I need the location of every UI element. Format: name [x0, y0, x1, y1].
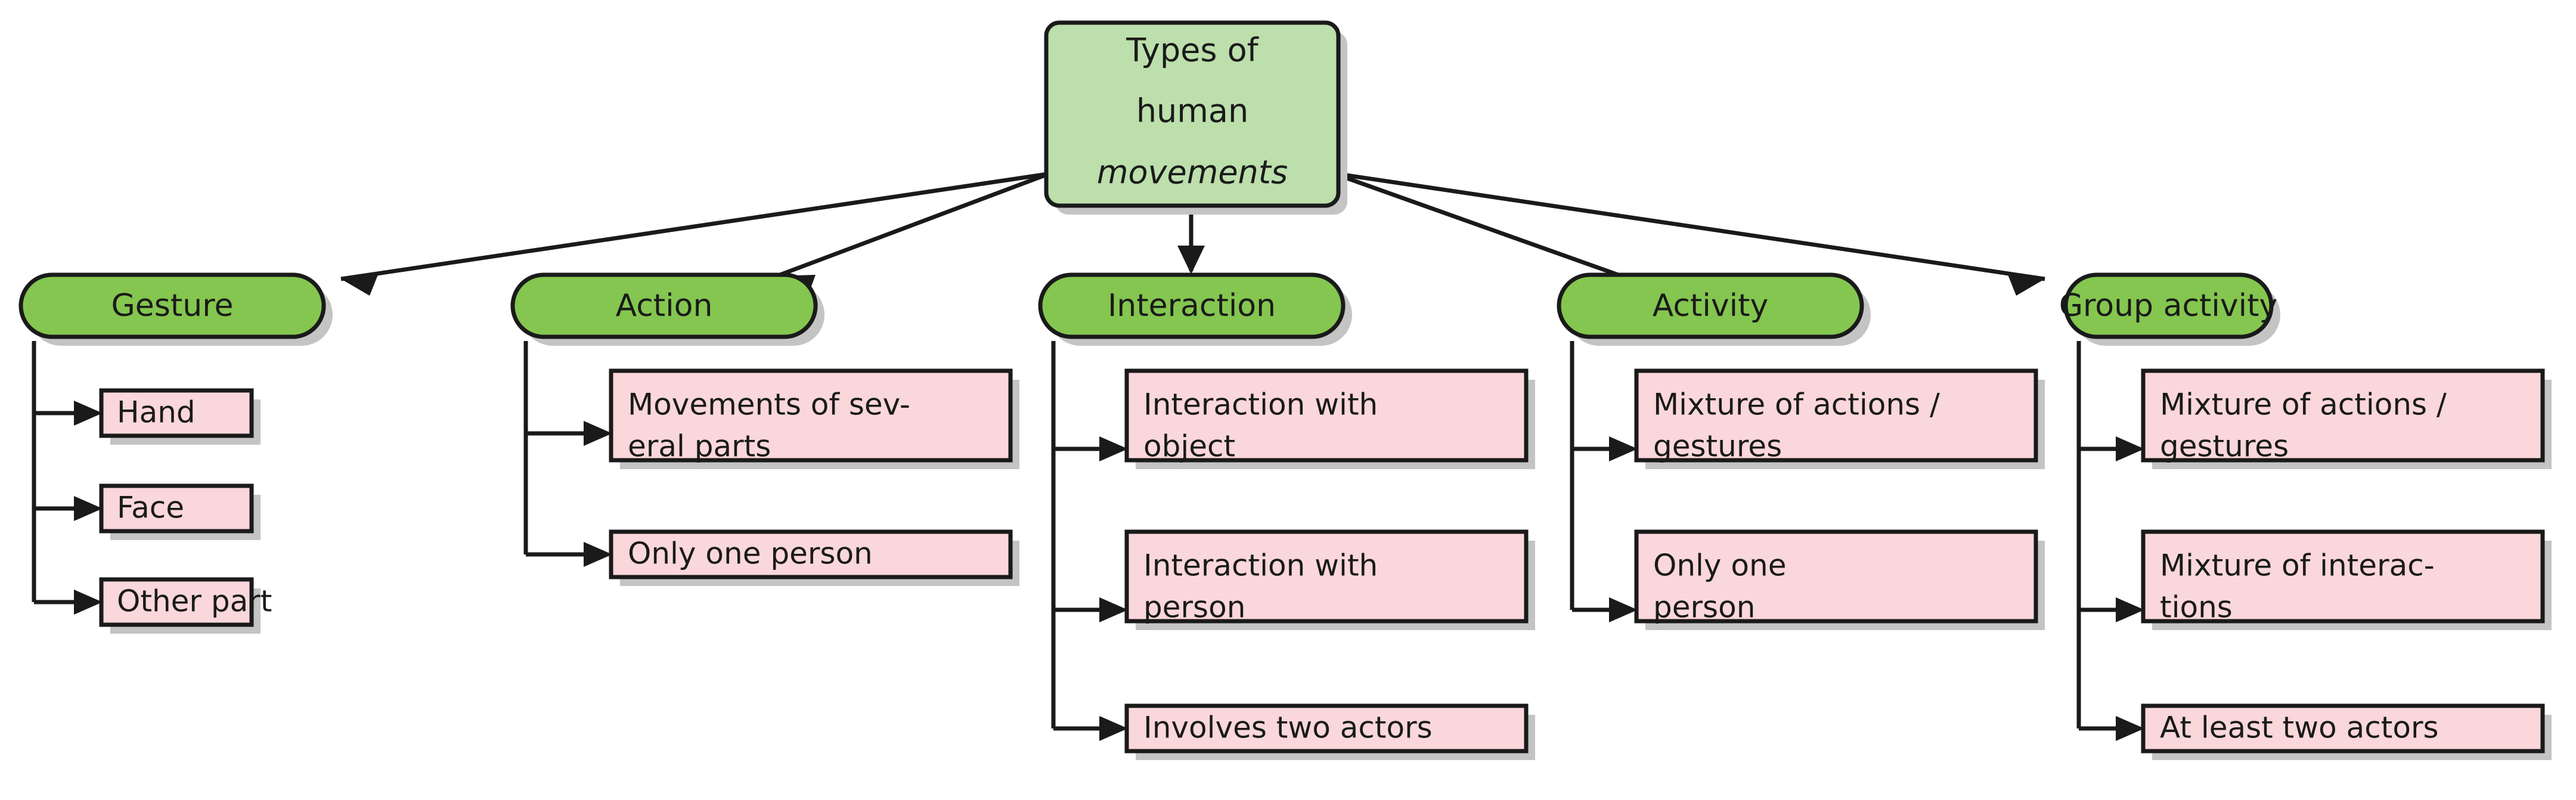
node-gesture[interactable]: Gesture [18, 272, 333, 346]
edge-root-to-action [776, 165, 1068, 299]
leaf-action-0[interactable]: Movements of sev- eral parts [609, 368, 1019, 469]
leaf-interaction-1[interactable]: Interaction with person [1124, 529, 1535, 630]
leaf-label-line: Mixture of actions / [1653, 387, 1940, 422]
leaf-label: Other part [117, 584, 272, 619]
leaf-interaction-0[interactable]: Interaction with object [1124, 368, 1535, 469]
leaf-group-activity-1[interactable]: Mixture of interac- tions [2141, 529, 2552, 630]
branch-label-action: Action [616, 288, 713, 324]
gesture-connectors [32, 341, 103, 615]
leaf-label-line: eral parts [628, 429, 771, 464]
leaf-label-line: gestures [1653, 429, 1782, 464]
branch-label-interaction: Interaction [1108, 288, 1276, 324]
edge-root-to-gesture [340, 170, 1056, 296]
edge-root-to-interaction [1177, 206, 1205, 274]
leaf-label: Hand [117, 395, 196, 430]
group-activity-connectors [2076, 341, 2144, 741]
leaf-label-line: tions [2160, 590, 2233, 625]
node-activity[interactable]: Activity [1557, 272, 1871, 346]
root-label-line2: human [1136, 92, 1248, 130]
leaf-label-line: Movements of sev- [628, 387, 910, 422]
leaf-activity-0[interactable]: Mixture of actions / gestures [1634, 368, 2045, 469]
leaf-group-activity-2[interactable]: At least two actors [2141, 703, 2552, 760]
leaf-label-line: gestures [2160, 429, 2289, 464]
leaf-label-line: person [1143, 590, 1245, 625]
leaf-activity-1[interactable]: Only one person [1634, 529, 2045, 630]
edge-root-to-group-activity [1330, 170, 2045, 296]
leaf-interaction-2[interactable]: Involves two actors [1124, 703, 1535, 760]
leaf-gesture-2[interactable]: Other part [99, 577, 272, 634]
branch-label-gesture: Gesture [111, 288, 234, 324]
node-interaction[interactable]: Interaction [1038, 272, 1352, 346]
action-connectors [523, 341, 612, 567]
branch-interaction: Interaction Interaction with object Inte… [1038, 272, 1535, 760]
leaf-label-line: Mixture of interac- [2160, 548, 2435, 583]
branch-action: Action Movements of sev- eral parts Only… [510, 272, 1019, 586]
leaf-label: Only one person [628, 537, 873, 571]
branch-gesture: Gesture Hand Face Other part [18, 272, 333, 634]
node-action[interactable]: Action [510, 272, 824, 346]
leaf-label-line: object [1143, 429, 1235, 464]
root-label-line3: movements [1097, 154, 1288, 191]
leaf-group-activity-0[interactable]: Mixture of actions / gestures [2141, 368, 2552, 469]
branch-label-activity: Activity [1653, 288, 1768, 324]
leaf-label-line: Mixture of actions / [2160, 387, 2447, 422]
leaf-label-line: Only one [1653, 548, 1786, 583]
interaction-connectors [1051, 341, 1128, 741]
leaf-gesture-0[interactable]: Hand [99, 388, 261, 445]
leaf-label: At least two actors [2160, 711, 2439, 745]
leaf-label: Face [117, 491, 184, 525]
leaf-label-line: Interaction with [1143, 387, 1378, 422]
leaf-gesture-1[interactable]: Face [99, 483, 261, 540]
branch-activity: Activity Mixture of actions / gestures O… [1557, 272, 2045, 630]
leaf-action-1[interactable]: Only one person [609, 529, 1019, 586]
branch-label-group-activity: Group activity [2059, 288, 2278, 324]
root-label-line1: Types of [1126, 32, 1259, 69]
leaf-label-line: person [1653, 590, 1755, 625]
node-root[interactable]: Types of human movements [1044, 20, 1347, 215]
leaf-label-line: Interaction with [1143, 548, 1378, 583]
branch-group-activity: Group activity Mixture of actions / gest… [2059, 272, 2552, 760]
leaf-label: Involves two actors [1143, 711, 1433, 745]
node-group-activity[interactable]: Group activity [2059, 272, 2280, 346]
activity-connectors [1570, 341, 1638, 622]
